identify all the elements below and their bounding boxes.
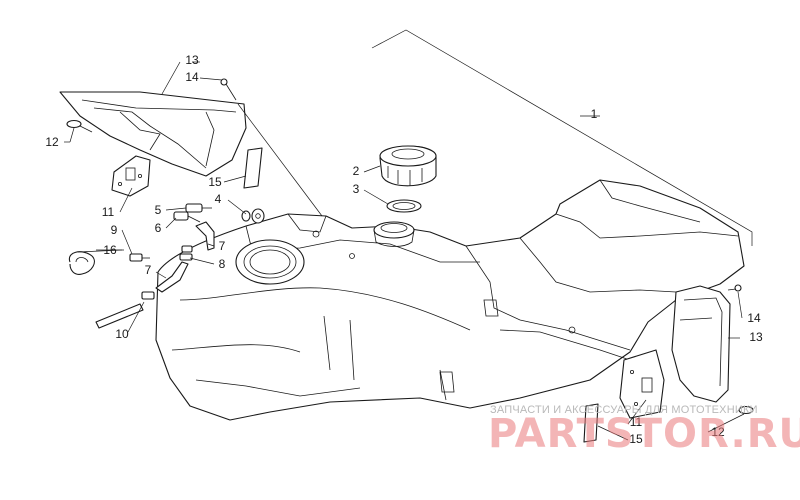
callout-6: 6 <box>155 221 162 235</box>
clamp-ring <box>68 251 95 275</box>
callout-3: 3 <box>353 182 360 196</box>
pump-opening <box>235 239 305 285</box>
callout-15-right: 15 <box>629 432 643 446</box>
screw-left <box>66 119 93 133</box>
pad-left <box>243 147 263 189</box>
callout-5: 5 <box>155 203 162 217</box>
fitting-6 <box>173 211 201 223</box>
fitting-8 <box>179 253 193 261</box>
grommet <box>241 208 265 224</box>
bolt-left <box>220 78 237 101</box>
watermark-tagline: ЗАПЧАСТИ И АКСЕССУАРЫ ДЛЯ МОТОТЕХНИКИ <box>490 404 758 416</box>
callout-7-upper: 7 <box>219 239 226 253</box>
screw-right <box>738 405 754 415</box>
bracket-plate-right <box>619 349 665 419</box>
filler-neck <box>373 221 415 247</box>
callout-2: 2 <box>353 164 360 178</box>
hose-lower <box>141 261 189 300</box>
callout-12-left: 12 <box>45 135 59 149</box>
callout-13-left: 13 <box>185 53 199 67</box>
fuel-tank <box>155 179 745 421</box>
callout-4: 4 <box>215 192 222 206</box>
assembly-bracket <box>371 29 753 246</box>
callout-15-left: 15 <box>208 175 222 189</box>
leader-lines <box>64 61 745 441</box>
fitting-5 <box>185 203 212 213</box>
callout-10: 10 <box>115 327 129 341</box>
vent-tube <box>95 303 144 329</box>
callout-13-right: 13 <box>749 330 763 344</box>
callout-7-lower: 7 <box>145 263 152 277</box>
fuel-cap <box>379 145 437 187</box>
bolt-right <box>727 284 742 292</box>
watermark-logo: PARTSTOR.RU <box>488 411 800 457</box>
callout-14-right: 14 <box>747 311 761 325</box>
callout-14-left: 14 <box>185 70 199 84</box>
callout-labels: 1 2 3 4 5 6 7 7 8 9 10 11 11 12 12 13 13… <box>45 53 763 446</box>
fitting-9 <box>129 253 150 262</box>
bracket-plate-left <box>111 155 151 197</box>
callout-1: 1 <box>591 107 598 121</box>
callout-11-right: 11 <box>630 415 643 429</box>
callout-16: 16 <box>103 243 117 257</box>
hose-upper <box>181 221 215 253</box>
pad-right <box>583 403 599 443</box>
side-panel-right <box>671 285 731 403</box>
callout-9: 9 <box>111 223 118 237</box>
side-panel-left <box>59 91 247 177</box>
callout-11-left: 11 <box>102 205 115 219</box>
callout-12-right: 12 <box>711 425 725 439</box>
cap-gasket <box>386 199 422 213</box>
callout-8: 8 <box>219 257 226 271</box>
